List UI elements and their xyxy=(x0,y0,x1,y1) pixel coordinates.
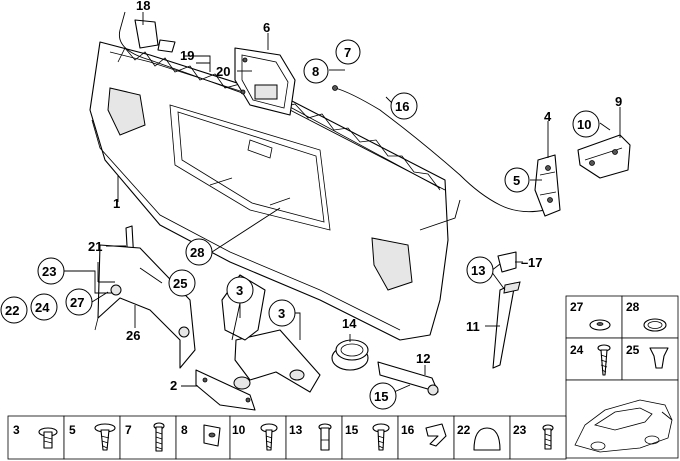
bracket-26 xyxy=(94,244,196,369)
callout-7 xyxy=(335,39,361,65)
callout-25 xyxy=(168,269,196,297)
part-labels: 18 19 20 6 7 8 16 4 5 9 10 1 28 21 23 25… xyxy=(0,0,622,410)
strip-label-5: 5 xyxy=(69,423,76,437)
callout-15 xyxy=(369,382,397,410)
label-24: 24 xyxy=(35,300,50,315)
label-4: 4 xyxy=(544,109,552,124)
callout-5 xyxy=(504,167,530,193)
weatherstrip xyxy=(118,11,446,191)
table-label-24: 24 xyxy=(570,343,584,357)
table-label-25: 25 xyxy=(626,343,640,357)
strip-label-7: 7 xyxy=(125,423,132,437)
strip-label-22: 22 xyxy=(457,423,471,437)
hinge xyxy=(577,134,631,179)
strip-label-3: 3 xyxy=(13,423,20,437)
callout-27 xyxy=(65,288,93,316)
callout-24 xyxy=(30,293,58,321)
label-23: 23 xyxy=(42,264,56,279)
strip-label-15: 15 xyxy=(345,423,359,437)
strip-label-23: 23 xyxy=(513,423,527,437)
support-bracket xyxy=(195,274,321,411)
label-28: 28 xyxy=(190,245,204,260)
label-17-dash: – xyxy=(521,255,528,270)
table-label-28: 28 xyxy=(626,300,640,314)
label-26: 26 xyxy=(126,328,140,343)
callout-3a xyxy=(226,276,254,304)
label-20: 20 xyxy=(216,64,230,79)
label-19: 19 xyxy=(180,48,194,63)
label-13: 13 xyxy=(471,263,485,278)
label-9: 9 xyxy=(615,94,622,109)
bottom-fastener-strip: 3 5 7 8 10 13 15 16 22 23 xyxy=(7,415,567,460)
callout-23 xyxy=(37,257,65,285)
label-8: 8 xyxy=(312,64,319,79)
cap-17 xyxy=(497,251,517,273)
callout-13 xyxy=(466,256,494,284)
strip-label-13: 13 xyxy=(289,423,303,437)
label-22: 22 xyxy=(5,303,19,318)
gas-strut xyxy=(492,281,521,369)
callout-8 xyxy=(303,58,329,84)
label-16: 16 xyxy=(395,99,409,114)
label-17: 17 xyxy=(528,255,542,270)
label-12: 12 xyxy=(416,351,430,366)
callout-28 xyxy=(185,238,213,266)
strip-label-10: 10 xyxy=(232,423,246,437)
label-2: 2 xyxy=(170,378,177,393)
label-10: 10 xyxy=(577,117,591,132)
label-25: 25 xyxy=(173,276,187,291)
label-3a: 3 xyxy=(236,283,243,298)
label-11: 11 xyxy=(466,319,480,334)
label-15: 15 xyxy=(374,389,388,404)
label-14: 14 xyxy=(342,316,357,331)
label-3b: 3 xyxy=(278,306,285,321)
label-1: 1 xyxy=(113,196,120,211)
callout-22 xyxy=(0,296,28,324)
label-18: 18 xyxy=(136,0,150,13)
pin-12 xyxy=(377,361,439,396)
right-parts-table: 27 28 24 25 xyxy=(565,295,679,459)
tailgate-trim-panel xyxy=(89,41,449,341)
grommet-14 xyxy=(331,339,369,371)
bracket-18 xyxy=(134,19,176,53)
latch-assembly xyxy=(534,154,561,217)
label-7: 7 xyxy=(344,45,351,60)
callout-16 xyxy=(390,92,418,120)
callout-10 xyxy=(572,110,600,138)
release-cable xyxy=(332,85,546,231)
table-label-27: 27 xyxy=(570,300,584,314)
label-27: 27 xyxy=(70,295,84,310)
cover-plate xyxy=(234,47,296,116)
car-location-thumbnail xyxy=(574,399,673,453)
label-5: 5 xyxy=(513,173,520,188)
label-21: 21 xyxy=(88,239,102,254)
leader-lines xyxy=(64,12,621,393)
callout-3b xyxy=(268,299,296,327)
strip-label-16: 16 xyxy=(401,423,415,437)
label-6: 6 xyxy=(263,20,270,35)
strip-label-8: 8 xyxy=(181,423,188,437)
